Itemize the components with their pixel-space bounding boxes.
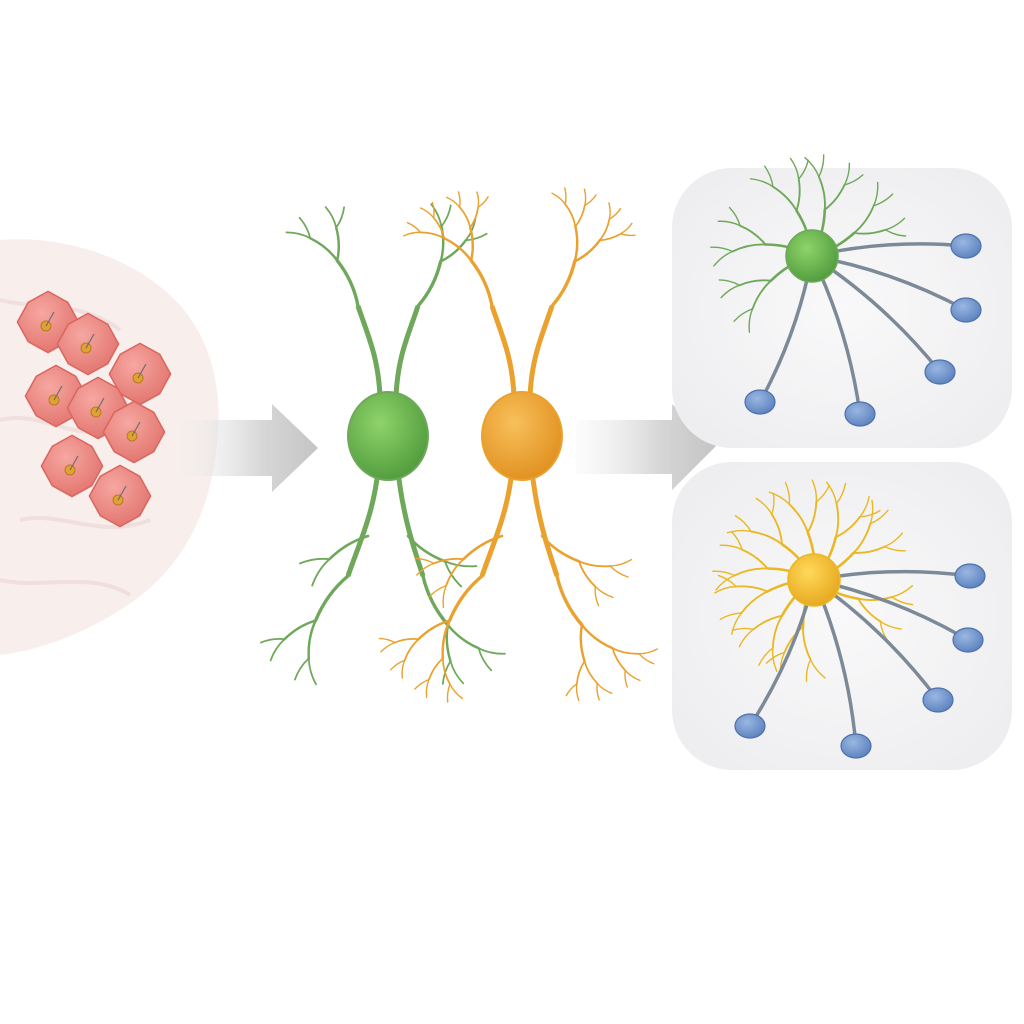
neuron-icon [347, 391, 429, 481]
synapse-icon [844, 401, 876, 427]
synapse-icon [924, 359, 956, 385]
stem-cell-icon [40, 434, 104, 498]
synapse-icon [952, 627, 984, 653]
neuron-icon [785, 229, 839, 283]
neuron-icon [787, 553, 841, 607]
stem-cell-icon [108, 342, 172, 406]
stem-cell-cluster [16, 290, 172, 528]
synapse-icon [840, 733, 872, 759]
stem-cell-icon [88, 464, 152, 528]
arrow-icon [182, 404, 318, 492]
synapse-icon [744, 389, 776, 415]
connected-neuron-panel-bottom [672, 462, 1012, 770]
synapse-icon [922, 687, 954, 713]
stem-cell-icon [56, 312, 120, 376]
orange-neuron [378, 187, 658, 703]
synapse-icon [950, 233, 982, 259]
synapse-icon [950, 297, 982, 323]
neuron-icon [481, 391, 563, 481]
arrow-icon [576, 404, 716, 490]
synapse-icon [954, 563, 986, 589]
stem-cell-icon [102, 400, 166, 464]
connected-neuron-panel-top [672, 154, 1012, 448]
synapse-icon [734, 713, 766, 739]
green-neuron [259, 203, 506, 686]
